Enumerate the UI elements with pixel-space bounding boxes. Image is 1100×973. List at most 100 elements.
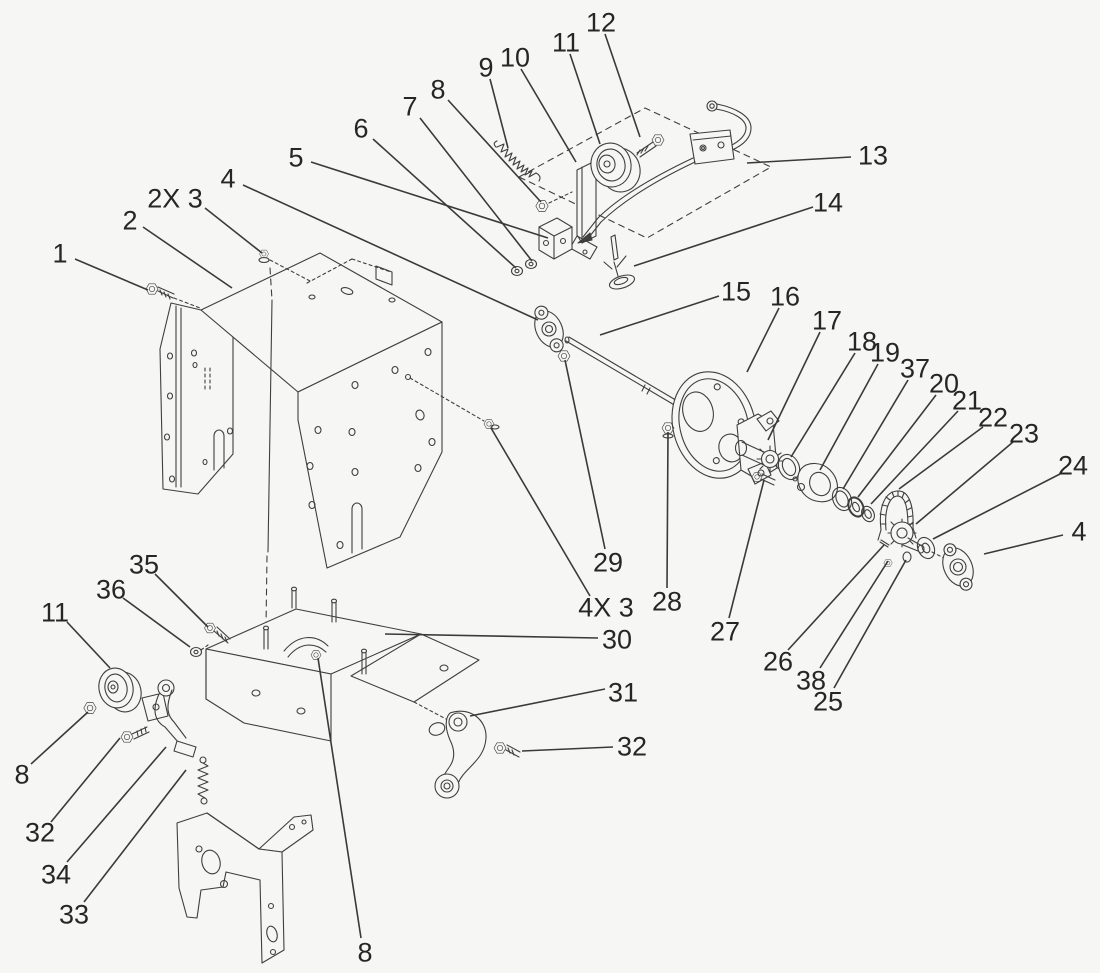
left-side-panel — [159, 302, 234, 495]
washer-20 — [847, 496, 865, 518]
callout-leader-13 — [746, 156, 852, 164]
callout-leader-36 — [122, 597, 191, 648]
callout-leader-6 — [372, 138, 517, 269]
washer-36 — [189, 644, 209, 658]
bracket-5 — [538, 217, 573, 260]
callout-leader-22 — [898, 426, 984, 490]
screw-3-top — [258, 249, 270, 264]
callout-label-25: 25 — [813, 687, 843, 717]
callout-label-5: 5 — [288, 143, 303, 173]
shift-lever-14 — [603, 234, 636, 290]
washer-37 — [831, 486, 853, 512]
assembly-axis-lines — [173, 259, 311, 628]
callout-label-34: 34 — [41, 860, 71, 890]
callout-leader-27 — [728, 479, 765, 619]
callout-leader-21 — [870, 410, 959, 505]
callout-label-16: 16 — [770, 282, 800, 312]
callout-leader-2x3 — [204, 207, 263, 254]
callout-leader-38 — [819, 560, 889, 669]
belt-cover-panel — [200, 252, 443, 569]
callout-leader-8-top — [447, 99, 542, 203]
bolt-32-left — [120, 726, 150, 743]
idler-pulley-11-top — [590, 142, 641, 193]
callout-label-26: 26 — [763, 647, 793, 677]
callout-leader-18 — [790, 352, 856, 458]
callout-leader-19 — [819, 363, 879, 471]
callout-label-4x3: 4X 3 — [578, 593, 634, 623]
slide-plate-10 — [569, 162, 598, 260]
bearing-housing-19 — [796, 462, 839, 503]
callout-leader-4x3 — [490, 427, 591, 597]
bellcrank-34 — [141, 679, 197, 758]
callout-leader-34 — [66, 746, 167, 863]
callout-label-1: 1 — [52, 239, 67, 269]
callout-label-21: 21 — [952, 386, 982, 416]
sprocket-23 — [887, 518, 925, 554]
carriage-bolt-12 — [636, 134, 665, 158]
callout-label-22: 22 — [978, 403, 1008, 433]
callout-label-11-top: 11 — [552, 28, 580, 58]
callout-label-7: 7 — [402, 92, 417, 122]
callout-leader-14 — [633, 206, 814, 267]
callout-label-36: 36 — [96, 575, 126, 605]
callout-leader-26 — [787, 544, 885, 651]
locknut-29 — [557, 350, 571, 362]
callout-label-12: 12 — [586, 8, 616, 38]
callout-leader-11-top — [569, 53, 601, 145]
callout-label-29: 29 — [593, 548, 623, 578]
callout-leader-4-right — [983, 534, 1064, 555]
callout-leader-20 — [857, 394, 937, 498]
callout-label-13: 13 — [858, 141, 888, 171]
callout-label-20: 20 — [929, 369, 959, 399]
callout-leader-33 — [83, 769, 187, 903]
callout-leader-5 — [310, 161, 549, 239]
pin-26 — [879, 539, 890, 548]
callout-leader-11-left — [66, 621, 111, 669]
callout-leader-15 — [599, 295, 720, 336]
locknut-8-top — [535, 191, 573, 212]
callout-label-6: 6 — [353, 114, 368, 144]
callout-label-14: 14 — [813, 188, 843, 218]
washer-6 — [510, 265, 524, 277]
callout-label-35: 35 — [129, 550, 159, 580]
callout-label-2: 2 — [122, 206, 137, 236]
mounting-bolt-1 — [145, 283, 175, 300]
wheel-hub-17 — [734, 410, 784, 485]
callout-leader-28 — [666, 431, 669, 589]
callout-label-11-left: 11 — [41, 598, 69, 628]
callout-label-17: 17 — [812, 306, 842, 336]
callout-leader-12 — [604, 33, 641, 138]
callout-label-23: 23 — [1009, 419, 1039, 449]
tension-spring-9 — [493, 140, 541, 182]
callout-leader-32-right — [521, 746, 614, 752]
swing-arm-31 — [428, 710, 487, 799]
callout-leader-29 — [564, 359, 606, 550]
callout-label-8-top: 8 — [430, 75, 445, 105]
callout-leader-24 — [932, 473, 1061, 540]
rod-bracket-13 — [577, 100, 752, 244]
callout-label-10: 10 — [500, 43, 530, 73]
flange-bearing-4-left — [534, 305, 564, 353]
callout-label-9: 9 — [478, 53, 493, 83]
hex-shaft-15 — [564, 336, 689, 413]
screw-3-panel — [404, 373, 500, 430]
callout-leader-10 — [520, 68, 577, 163]
callout-label-8-left: 8 — [14, 760, 29, 790]
callout-leader-7 — [419, 117, 533, 262]
callout-label-31: 31 — [608, 678, 638, 708]
callout-label-37: 37 — [900, 354, 930, 384]
bolt-32-right — [493, 742, 521, 758]
callout-label-24: 24 — [1058, 451, 1088, 481]
callout-label-28: 28 — [652, 587, 682, 617]
callout-leader-8-left — [30, 711, 89, 765]
callout-leader-16 — [746, 307, 780, 373]
callout-label-32-left: 32 — [25, 818, 55, 848]
callout-label-38: 38 — [796, 666, 826, 696]
bolt-27 — [751, 472, 776, 486]
callout-label-32-right: 32 — [617, 732, 647, 762]
callout-leader-25 — [833, 559, 907, 689]
flange-bearing-4-right — [931, 543, 974, 591]
carrier-frame-30 — [205, 586, 480, 742]
